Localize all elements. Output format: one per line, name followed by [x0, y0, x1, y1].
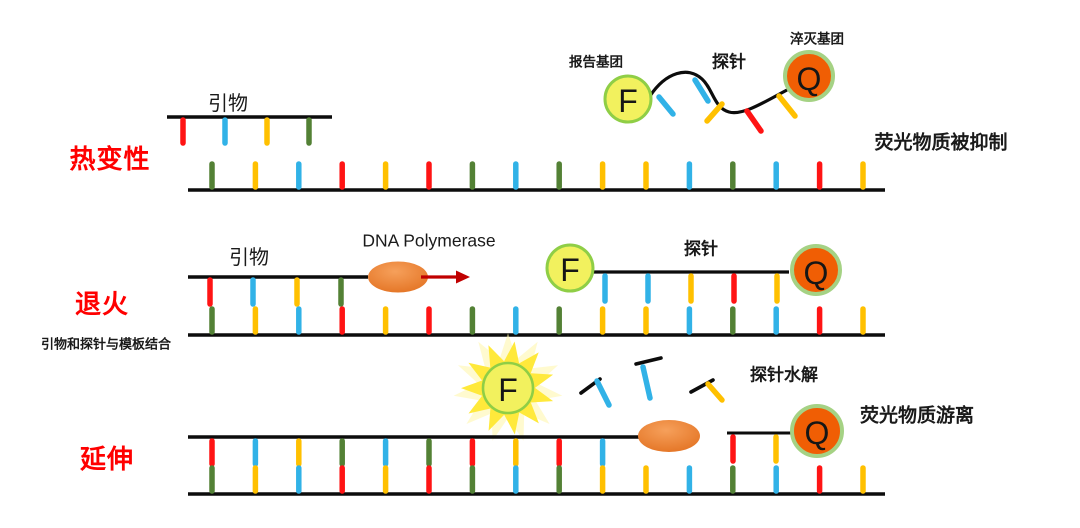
free-probe-base-tick [744, 108, 764, 134]
free-probe-base-tick [704, 101, 725, 124]
free-probe-base-tick [692, 77, 711, 104]
quencher-group-label: 淬灭基团 [790, 31, 844, 47]
hydrolyzed-base-tick [594, 378, 612, 408]
quencher-letter-fragment: Q [804, 415, 830, 451]
reporter-circle-released [481, 361, 535, 415]
probe-hydrolysis-label: 探针水解 [750, 365, 818, 385]
reporter-letter-released: F [498, 372, 518, 408]
free-probe-base-tick [656, 94, 676, 117]
primer-label-top: 引物 [208, 93, 248, 115]
reporter-circle-mid [545, 243, 595, 293]
hydrolyzed-base-tick [705, 381, 725, 403]
primer-label-mid: 引物 [229, 247, 269, 269]
free-probe-base-tick [776, 93, 798, 119]
quencher-circle-top [783, 50, 835, 102]
quencher-circle-fragment [790, 404, 844, 458]
stage-label-denaturation: 热变性 [69, 144, 151, 174]
hydrolyzed-base-tick [640, 364, 653, 401]
probe-label-mid: 探针 [684, 239, 718, 259]
reporter-letter-top: F [618, 83, 638, 119]
dna-polymerase-ellipse [368, 261, 428, 293]
quencher-letter-top: Q [796, 61, 822, 97]
probe-label-top: 探针 [712, 52, 746, 72]
quencher-letter-mid: Q [803, 255, 829, 291]
dna-polymerase-label: DNA Polymerase [362, 230, 496, 251]
fluorescence-suppressed-label: 荧光物质被抑制 [874, 132, 1008, 154]
quencher-circle-mid [790, 244, 842, 296]
reporter-letter-mid: F [560, 252, 580, 288]
fluorescence-released-label: 荧光物质游离 [859, 405, 975, 427]
stage-label-extension: 延伸 [79, 444, 135, 474]
hydrolyzed-fragment-backbone [634, 356, 663, 366]
direction-arrow-head [456, 270, 470, 284]
annealing-note-label: 引物和探针与模板结合 [40, 336, 172, 352]
reporter-group-label: 报告基团 [569, 54, 623, 70]
dna-polymerase-ellipse [638, 420, 700, 452]
free-probe-backbone [648, 70, 788, 115]
stage-label-annealing: 退火 [74, 289, 130, 319]
reporter-circle-top [603, 74, 653, 124]
